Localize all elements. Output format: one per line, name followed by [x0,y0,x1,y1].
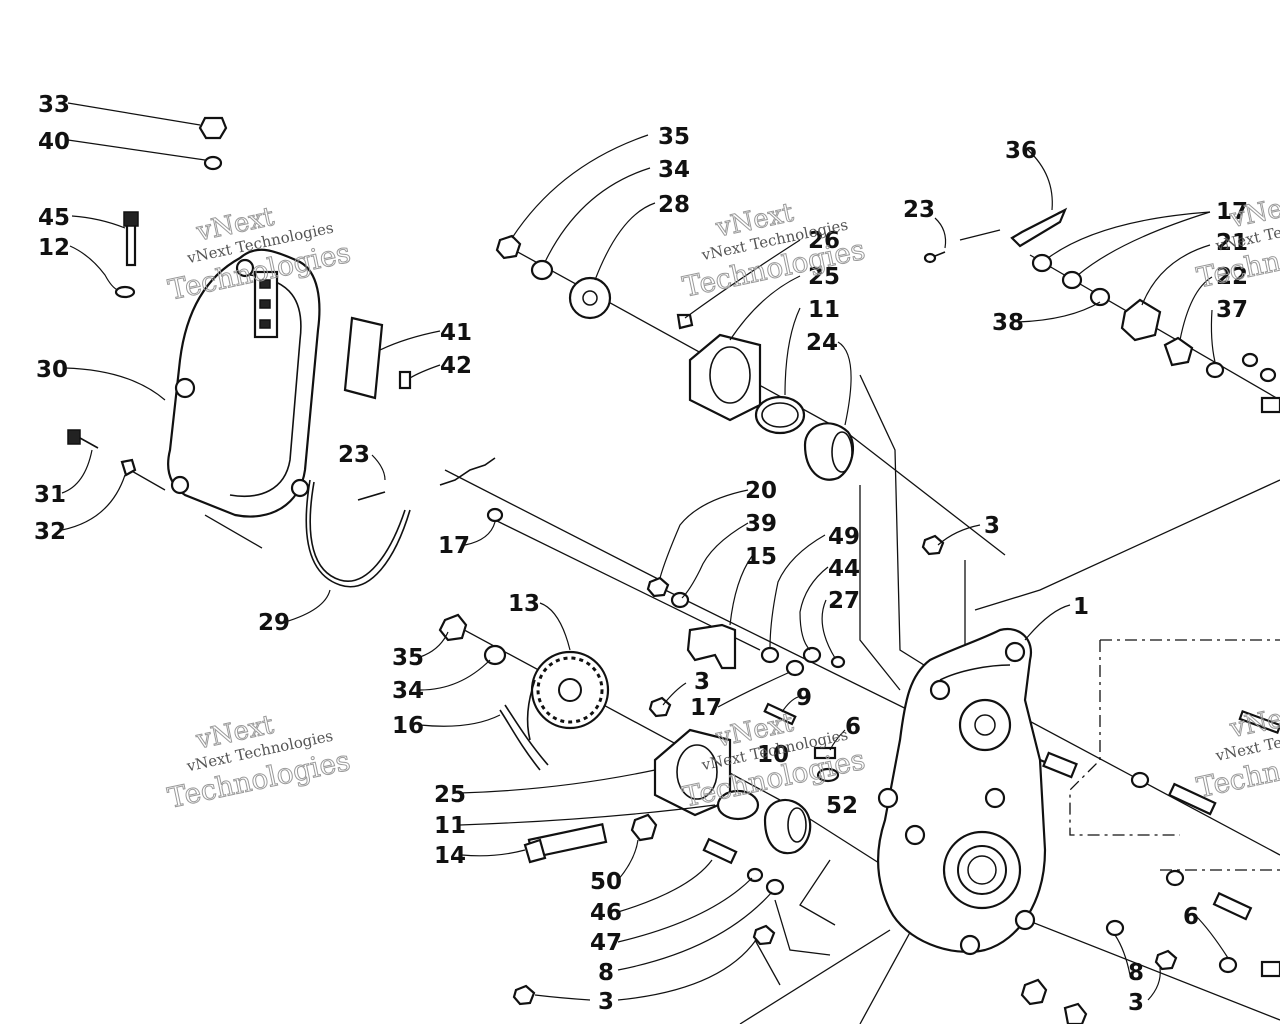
callout: 46 [590,900,622,926]
callout: 39 [745,511,777,537]
callout: 21 [1216,230,1248,256]
callout: 36 [1005,138,1037,164]
callout: 30 [36,357,68,383]
lower-sprocket [438,613,610,771]
callout: 34 [658,157,690,183]
callout: 23 [338,442,370,468]
upper-shaft-parts [495,234,855,481]
callout: 17 [438,533,470,559]
callout: 44 [828,556,860,582]
callout: 3 [1128,990,1144,1016]
callout-numbers: 33 40 45 12 30 31 32 35 34 28 26 25 11 2… [34,92,1248,1016]
callout: 6 [1183,904,1199,930]
upper-right-parts [923,207,1280,414]
callout: 8 [598,960,614,986]
callout: 40 [38,129,70,155]
callout: 25 [434,782,466,808]
callout: 22 [1216,264,1248,290]
callout: 29 [258,610,290,636]
callout: 11 [808,297,840,323]
callout: 23 [903,197,935,223]
callout: 15 [745,544,777,570]
callout: 28 [658,192,690,218]
callout: 13 [508,591,540,617]
callout: 16 [392,713,424,739]
callout: 34 [392,678,424,704]
callout: 3 [694,669,710,695]
callout: 3 [984,513,1000,539]
callout: 41 [440,320,472,346]
callout: 17 [1216,199,1248,225]
callout: 26 [808,228,840,254]
tensioner-cable [305,457,504,588]
callout: 33 [38,92,70,118]
callout: 27 [828,588,860,614]
callout: 12 [38,235,70,261]
callout: 42 [440,353,472,379]
top-bolts [67,116,412,477]
callout: 8 [1128,960,1144,986]
callout: 32 [34,519,66,545]
cover-gasket-plate [343,316,384,400]
callout: 14 [434,843,466,869]
callout: 20 [745,478,777,504]
callout: 38 [992,310,1024,336]
callout: 1 [1073,594,1089,620]
chain-case-cover [167,248,321,518]
callout: 10 [757,742,789,768]
callout: 45 [38,205,70,231]
callout: 11 [434,813,466,839]
callout: 47 [590,930,622,956]
callout: 9 [796,685,812,711]
callout: 3 [598,989,614,1015]
callout: 25 [808,264,840,290]
leader-lines [61,102,1229,1001]
callout: 31 [34,482,66,508]
main-housing [877,627,1078,956]
callout: 6 [845,714,861,740]
callout: 52 [826,793,858,819]
callout: 35 [658,124,690,150]
callout: 17 [690,695,722,721]
middle-small-parts [646,576,846,783]
callout: 24 [806,330,838,356]
callout: 49 [828,524,860,550]
right-side-parts [1020,709,1280,1024]
callout: 50 [590,869,622,895]
lower-bearing-parts [512,534,945,1006]
callout: 37 [1216,297,1248,323]
callout: 35 [392,645,424,671]
